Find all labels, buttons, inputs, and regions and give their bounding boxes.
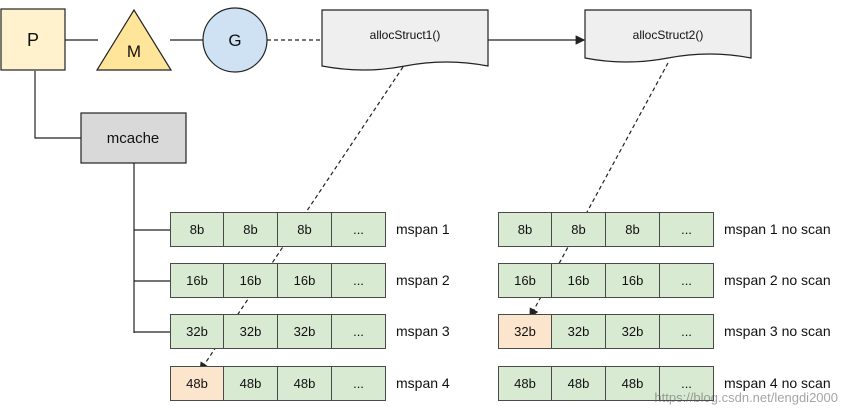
span-cell: 8b	[606, 212, 660, 247]
alloc-struct2-node	[584, 9, 752, 63]
p-node	[0, 8, 66, 71]
span-cell: 48b	[498, 366, 552, 401]
span-cell-ellipsis: ...	[660, 263, 714, 298]
m-node	[95, 8, 173, 71]
right-mspan-label-4: mspan 4 no scan	[724, 375, 831, 391]
alloc-struct2-label: allocStruct2()	[633, 28, 704, 42]
span-cell: 16b	[552, 263, 606, 298]
span-cell: 32b	[552, 314, 606, 349]
left-mspan-row-2: 16b 16b 16b ...	[170, 263, 386, 298]
g-node-label: G	[228, 31, 241, 50]
right-mspan-label-1: mspan 1 no scan	[724, 221, 831, 237]
left-mspan-label-2: mspan 2	[396, 272, 450, 288]
right-mspan-label-2: mspan 2 no scan	[724, 272, 831, 288]
right-mspan-row-1: 8b 8b 8b ...	[498, 212, 714, 247]
left-mspan-row-4: 48b 48b 48b ...	[170, 366, 386, 401]
span-cell: 48b	[278, 366, 332, 401]
mcache-node-label: mcache	[107, 130, 160, 147]
span-cell-allocated: 48b	[170, 366, 224, 401]
right-mspan-row-3: 32b 32b 32b ...	[498, 314, 714, 349]
left-mspan-label-3: mspan 3	[396, 323, 450, 339]
span-cell: 8b	[224, 212, 278, 247]
span-cell-ellipsis: ...	[332, 263, 386, 298]
alloc-struct1-label: allocStruct1()	[370, 28, 441, 42]
span-cell-ellipsis: ...	[332, 366, 386, 401]
span-cell: 8b	[498, 212, 552, 247]
span-cell: 16b	[606, 263, 660, 298]
right-mspan-row-4: 48b 48b 48b ...	[498, 366, 714, 401]
span-cell-allocated: 32b	[498, 314, 552, 349]
span-cell: 32b	[224, 314, 278, 349]
span-cell: 48b	[224, 366, 278, 401]
watermark-url: https://blog.csdn.net/lengdi2000	[654, 390, 838, 405]
p-node-label: P	[27, 30, 39, 50]
span-cell-ellipsis: ...	[660, 366, 714, 401]
span-cell: 8b	[278, 212, 332, 247]
span-cell: 32b	[170, 314, 224, 349]
g-node	[202, 7, 268, 73]
span-cell-ellipsis: ...	[660, 314, 714, 349]
span-cell: 16b	[278, 263, 332, 298]
right-mspan-label-3: mspan 3 no scan	[724, 323, 831, 339]
span-cell-ellipsis: ...	[332, 314, 386, 349]
m-node-label: M	[127, 42, 141, 61]
span-cell: 48b	[552, 366, 606, 401]
span-cell: 8b	[170, 212, 224, 247]
span-cell-ellipsis: ...	[660, 212, 714, 247]
span-cell-ellipsis: ...	[332, 212, 386, 247]
alloc-struct1-node	[321, 9, 489, 71]
span-cell: 16b	[224, 263, 278, 298]
right-mspan-row-2: 16b 16b 16b ...	[498, 263, 714, 298]
left-mspan-row-3: 32b 32b 32b ...	[170, 314, 386, 349]
span-cell: 16b	[498, 263, 552, 298]
left-mspan-row-1: 8b 8b 8b ...	[170, 212, 386, 247]
span-cell: 32b	[606, 314, 660, 349]
span-cell: 8b	[552, 212, 606, 247]
mcache-node	[80, 112, 187, 164]
span-cell: 32b	[278, 314, 332, 349]
span-cell: 48b	[606, 366, 660, 401]
p-mcache-connector	[34, 71, 81, 139]
left-mspan-label-4: mspan 4	[396, 375, 450, 391]
span-cell: 16b	[170, 263, 224, 298]
left-mspan-label-1: mspan 1	[396, 221, 450, 237]
